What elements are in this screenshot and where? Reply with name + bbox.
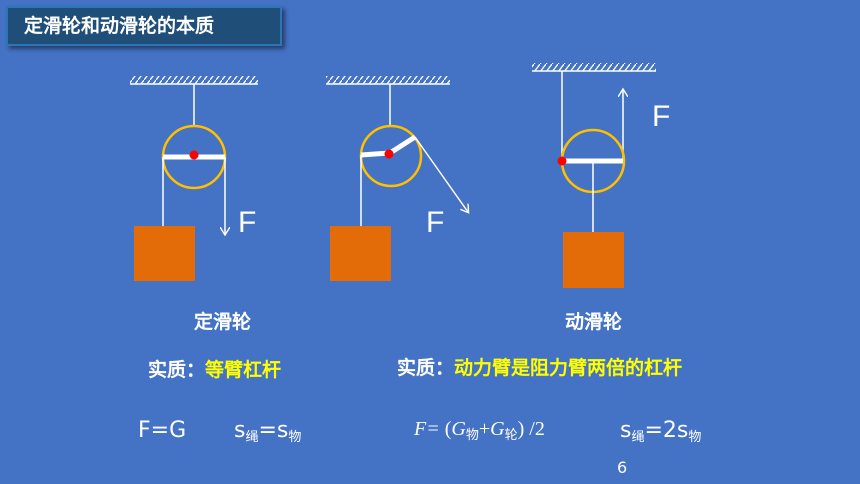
load-block: [134, 226, 195, 281]
lever-arm-slanted: [388, 134, 417, 156]
pivot-dot: [557, 156, 567, 166]
movable-pulley-caption: 动滑轮: [565, 311, 623, 333]
movable-distance-formula: s绳=2s物: [620, 418, 701, 445]
fixed-pulley-force-label: F: [238, 206, 257, 239]
fixed-force-formula: F=G: [138, 418, 187, 443]
rope-slanted-force-arrow: [414, 136, 468, 212]
formula-part: ) /2: [517, 418, 545, 440]
load-block: [330, 226, 391, 281]
fixed-pulley-diagram: [130, 76, 258, 281]
fixed-pulley-caption: 定滑轮: [194, 311, 252, 333]
load-block: [563, 232, 624, 288]
formula-part: G: [451, 418, 466, 440]
fixed-pulley-essence: 实质：等臂杠杆: [148, 355, 281, 382]
formula-part: s: [234, 418, 246, 443]
formula-part: G: [490, 418, 505, 440]
movable-pulley-essence: 实质：动力臂是阻力臂两倍的杠杆: [397, 353, 682, 380]
formula-subscript: 轮: [504, 427, 518, 442]
slide-title: 定滑轮和动滑轮的本质: [6, 6, 282, 46]
formula-part: +: [478, 418, 491, 440]
formula-subscript: 物: [288, 430, 302, 445]
formula-part: (: [439, 418, 452, 440]
formula-subscript: 绳: [245, 430, 259, 445]
formula-part: s: [620, 418, 632, 443]
formula-subscript: 绳: [631, 430, 645, 445]
formula-subscript: 物: [465, 427, 479, 442]
essence-prefix: 实质：: [148, 359, 206, 381]
formula-subscript: 物: [688, 430, 702, 445]
formula-part: =s: [258, 418, 289, 443]
fixed-distance-formula: s绳=s物: [234, 418, 301, 445]
formula-part: =2s: [644, 418, 689, 443]
movable-pulley-diagram: [532, 63, 656, 288]
essence-prefix: 实质：: [397, 357, 455, 379]
movable-pulley-force-label: F: [652, 100, 671, 133]
fixed-pulley-slanted-force-label: F: [426, 206, 445, 239]
movable-force-formula: F= (G物+G轮) /2: [414, 418, 545, 443]
pivot-dot: [384, 149, 394, 159]
page-number: 6: [617, 458, 628, 477]
pivot-dot: [189, 150, 199, 160]
ceiling-hatch: [326, 76, 450, 84]
ceiling-hatch: [130, 76, 258, 84]
essence-value: 等臂杠杆: [205, 359, 282, 381]
essence-value: 动力臂是阻力臂两倍的杠杆: [454, 357, 683, 379]
fixed-pulley-slanted-diagram: [326, 76, 468, 281]
ceiling-hatch: [532, 63, 656, 71]
formula-part: F=: [414, 418, 440, 440]
